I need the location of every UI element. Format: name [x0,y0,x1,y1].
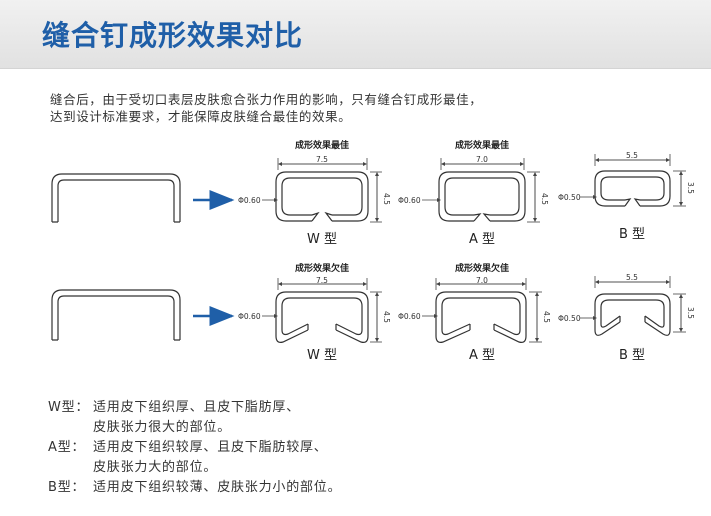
a-type-staple-poor: 成形效果欠佳 7.0 4.5 Φ0.60 A 型 [398,262,551,363]
type-label-a-poor: A 型 [469,348,495,363]
note-key-b: B型： [48,480,86,495]
width-dim-b-best: 5.5 [626,151,638,160]
type-label-a-best: A 型 [469,232,495,247]
wire-dim-w-best: Φ0.60 [238,196,261,205]
caption-w-poor: 成形效果欠佳 [295,262,349,274]
intro-line-1: 缝合后，由于受切口表层皮肤愈合张力作用的影响，只有缝合钉成形最佳， [50,92,483,107]
note-w-line1: 适用皮下组织厚、且皮下脂肪厚、 [93,400,301,415]
note-w-line2: 皮肤张力很大的部位。 [93,420,232,435]
height-dim-a-poor: 4.5 [542,311,551,323]
type-label-w-poor: W 型 [307,348,337,363]
width-dim-w-best: 7.5 [316,155,328,164]
height-dim-a-best: 4.5 [540,193,549,205]
wire-dim-a-best: Φ0.60 [398,196,421,205]
type-label-b-poor: B 型 [619,348,645,363]
type-label-w-best: W 型 [307,232,337,247]
caption-w-best: 成形效果最佳 [295,139,349,151]
wire-dim-w-poor: Φ0.60 [238,312,261,321]
note-a-cont: 皮肤张力大的部位。 [48,458,341,478]
wire-dim-a-poor: Φ0.60 [398,312,421,321]
page-header: 缝合钉成形效果对比 [0,0,711,69]
height-dim-w-best: 4.5 [382,193,391,205]
w-type-staple-poor: 成形效果欠佳 7.5 4.5 Φ0.60 W 型 [238,262,391,363]
intro-line-2: 达到设计标准要求，才能保障皮肤缝合最佳的效果。 [50,109,352,124]
a-type-staple-best: 成形效果最佳 7.0 4.5 Φ0.60 A 型 [398,139,549,247]
unformed-staple-row2 [51,289,181,341]
note-b-line1: 适用皮下组织较薄、皮肤张力小的部位。 [93,480,342,495]
height-dim-b-poor: 3.5 [686,307,695,319]
width-dim-w-poor: 7.5 [316,276,328,285]
intro-text: 缝合后，由于受切口表层皮肤愈合张力作用的影响，只有缝合钉成形最佳， 达到设计标准… [50,91,670,125]
w-type-staple-best: 成形效果最佳 7.5 4.5 Φ0.60 W 型 [238,139,391,247]
b-type-staple-poor: 5.5 3.5 Φ0.50 B 型 [558,273,695,363]
height-dim-b-best: 3.5 [686,182,695,194]
b-type-staple-best: 5.5 3.5 Φ0.50 B 型 [558,151,695,242]
width-dim-b-poor: 5.5 [626,273,638,282]
width-dim-a-best: 7.0 [476,155,488,164]
page-title: 缝合钉成形效果对比 [42,19,304,52]
type-label-b-best: B 型 [619,227,645,242]
note-a-line2: 皮肤张力大的部位。 [93,460,218,475]
height-dim-w-poor: 4.5 [382,311,391,323]
note-a-line1: 适用皮下组织较厚、且皮下脂肪较厚、 [93,440,328,455]
note-w-cont: 皮肤张力很大的部位。 [48,418,341,438]
note-w: W型：适用皮下组织厚、且皮下脂肪厚、 [48,398,341,418]
unformed-staple-row1 [51,173,181,223]
wire-dim-b-poor: Φ0.50 [558,314,581,323]
note-b: B型： 适用皮下组织较薄、皮肤张力小的部位。 [48,478,341,498]
type-notes: W型：适用皮下组织厚、且皮下脂肪厚、 皮肤张力很大的部位。 A型： 适用皮下组织较… [48,398,341,498]
note-a: A型： 适用皮下组织较厚、且皮下脂肪较厚、 [48,438,341,458]
note-key-a: A型： [48,440,86,455]
wire-dim-b-best: Φ0.50 [558,193,581,202]
width-dim-a-poor: 7.0 [476,276,488,285]
caption-a-poor: 成形效果欠佳 [455,262,509,274]
note-key-w: W型： [48,400,90,415]
caption-a-best: 成形效果最佳 [455,139,509,151]
